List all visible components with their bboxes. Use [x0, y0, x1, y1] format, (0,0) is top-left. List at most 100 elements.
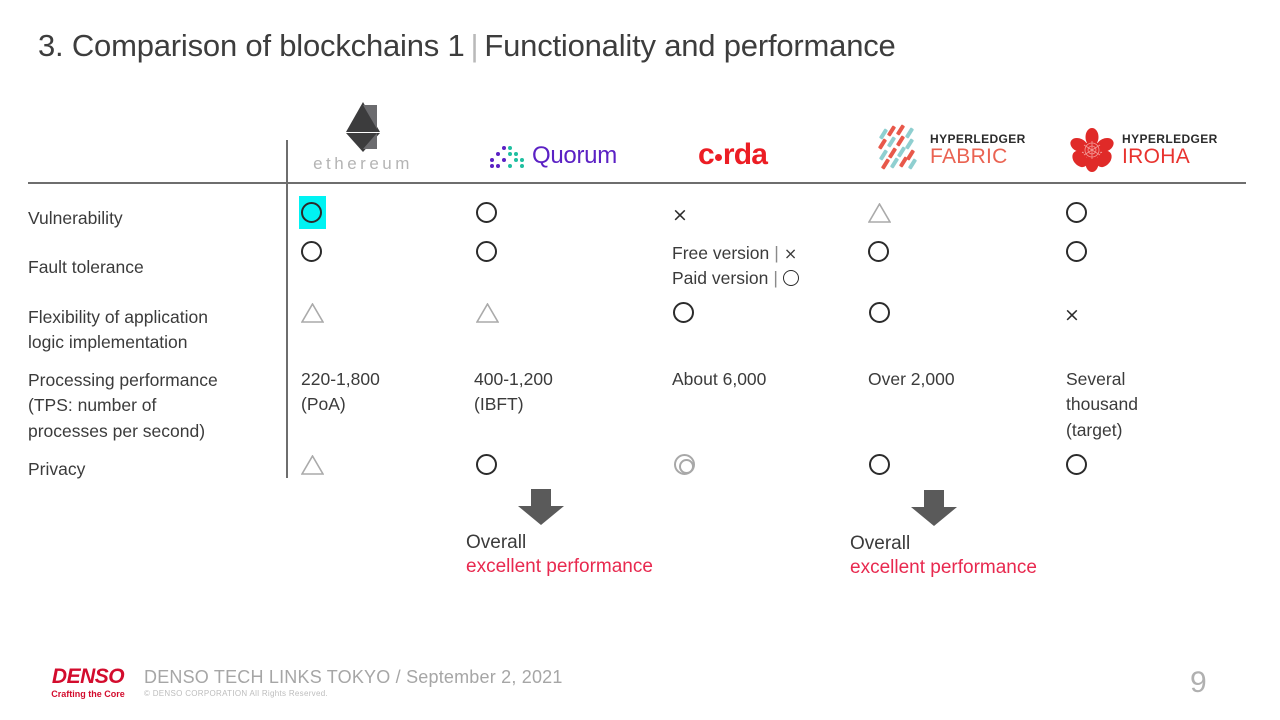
value-line-1: 220-1,800: [301, 369, 380, 389]
row-label-privacy: Privacy: [28, 459, 86, 479]
page-title-main: 3. Comparison of blockchains 1: [38, 28, 465, 63]
quorum-dots-icon: [490, 145, 526, 168]
circle-symbol: [301, 202, 322, 223]
row-label-processing-line1: Processing performance: [28, 370, 218, 390]
circle-symbol: [1066, 241, 1087, 262]
cross-symbol: ×: [672, 204, 688, 226]
row-label-flexibility-line2: logic implementation: [28, 332, 188, 353]
circle-symbol: [1066, 454, 1087, 475]
circle-symbol: [869, 302, 890, 323]
value-line-1: Several: [1066, 369, 1126, 389]
footer-copyright: © DENSO CORPORATION All Rights Reserved.: [144, 689, 329, 698]
separator: |: [774, 243, 779, 263]
page-title-divider: |: [470, 28, 479, 63]
arrow-down-icon-fabric: [911, 490, 957, 526]
corda-wordmark-c: c: [698, 138, 715, 171]
page-number: 9: [1190, 666, 1207, 699]
value-line-3: (target): [1066, 419, 1123, 440]
row-label-vulnerability: Vulnerability: [28, 208, 123, 228]
circle-symbol: [673, 302, 694, 323]
denso-tagline: Crafting the Core: [51, 689, 125, 699]
value-line-1: Over 2,000: [868, 369, 955, 389]
fabric-product-label: FABRIC: [930, 145, 1008, 168]
page-title-sub: Functionality and performance: [484, 28, 896, 63]
cell-flexibility-ethereum: [301, 303, 324, 323]
row-label-processing-line2: (TPS: number of: [28, 395, 157, 416]
cell-privacy-quorum: [476, 454, 497, 482]
page-title: 3. Comparison of blockchains 1|Functiona…: [38, 28, 896, 64]
corda-wordmark-rda: rda: [722, 138, 768, 171]
callout-fabric: Overall excellent performance: [850, 532, 1037, 581]
cell-vulnerability-corda: ×: [672, 203, 688, 228]
ethereum-logo: ethereum: [299, 102, 427, 174]
triangle-symbol: [301, 455, 324, 475]
cell-flexibility-iroha: ×: [1064, 303, 1080, 328]
arrow-down-icon-quorum: [518, 489, 564, 525]
circle-symbol: [301, 241, 322, 262]
column-header-fabric: HYPERLEDGER FABRIC: [877, 100, 1067, 178]
corda-free-version-label: Free version: [672, 243, 770, 263]
callout-fabric-line2: excellent performance: [850, 557, 1037, 579]
callout-fabric-line1: Overall: [850, 533, 911, 554]
triangle-symbol: [868, 203, 891, 223]
fabric-weave-icon: [877, 124, 923, 172]
value-line-2: (IBFT): [474, 394, 524, 415]
ethereum-wordmark: ethereum: [313, 154, 413, 173]
value-line-1: About 6,000: [672, 369, 767, 389]
corda-paid-version-label: Paid version: [672, 268, 769, 289]
row-label-fault-tolerance: Fault tolerance: [28, 257, 144, 277]
cell-privacy-fabric: [869, 454, 890, 482]
column-header-ethereum: ethereum: [299, 100, 449, 178]
column-header-quorum: Quorum: [490, 100, 640, 178]
cell-vulnerability-ethereum: [301, 202, 322, 230]
quorum-logo: Quorum: [490, 142, 617, 170]
ethereum-diamond-icon: [346, 102, 380, 152]
triangle-symbol: [301, 303, 324, 323]
header-divider-horizontal: [28, 182, 1246, 184]
denso-wordmark: DENSO: [51, 665, 125, 688]
cell-fault-tolerance-ethereum: [301, 241, 322, 269]
cell-privacy-ethereum: [301, 455, 324, 475]
circle-symbol: [868, 241, 889, 262]
value-line-2: thousand: [1066, 394, 1139, 415]
circle-symbol: [782, 270, 799, 287]
iroha-product-label: IROHA: [1122, 145, 1191, 168]
cell-vulnerability-iroha: [1066, 202, 1087, 230]
row-label-processing-line3: processes per second): [28, 420, 206, 441]
triangle-symbol: [476, 303, 499, 323]
circle-symbol: [476, 202, 497, 223]
cell-fault-tolerance-corda: Free version|× Paid version|: [672, 241, 862, 292]
row-label-flexibility-line1: Flexibility of application: [28, 307, 208, 327]
corda-paid-version-line: Paid version|: [672, 266, 862, 291]
circle-symbol: [1066, 202, 1087, 223]
label-divider-vertical: [286, 140, 288, 478]
circle-symbol: [476, 454, 497, 475]
corda-dot-icon: [714, 154, 722, 162]
value-line-1: 400-1,200: [474, 369, 553, 389]
callout-quorum-line2: excellent performance: [466, 556, 653, 578]
iroha-sakura-icon: [1069, 128, 1115, 172]
circle-symbol: [869, 454, 890, 475]
row-label-processing-performance: Processing performance (TPS: number of p…: [28, 368, 290, 444]
cell-privacy-corda: [674, 454, 695, 482]
cell-fault-tolerance-iroha: [1066, 241, 1087, 269]
cell-processing-iroha: Several thousand (target): [1066, 367, 1226, 443]
cell-fault-tolerance-quorum: [476, 241, 497, 269]
row-label-flexibility: Flexibility of application logic impleme…: [28, 305, 284, 356]
cell-processing-ethereum: 220-1,800 (PoA): [301, 367, 471, 418]
cell-processing-corda: About 6,000: [672, 367, 852, 392]
hyperledger-fabric-logo: HYPERLEDGER FABRIC: [877, 124, 1026, 172]
iroha-hyperledger-label: HYPERLEDGER: [1122, 132, 1218, 146]
cell-vulnerability-fabric: [868, 203, 891, 223]
cell-vulnerability-quorum: [476, 202, 497, 230]
cell-fault-tolerance-fabric: [868, 241, 889, 269]
value-line-2: (PoA): [301, 394, 346, 415]
cell-privacy-iroha: [1066, 454, 1087, 482]
cell-flexibility-quorum: [476, 303, 499, 323]
cell-processing-quorum: 400-1,200 (IBFT): [474, 367, 644, 418]
hyperledger-iroha-logo: HYPERLEDGER IROHA: [1069, 128, 1218, 172]
cell-flexibility-corda: [673, 302, 694, 330]
